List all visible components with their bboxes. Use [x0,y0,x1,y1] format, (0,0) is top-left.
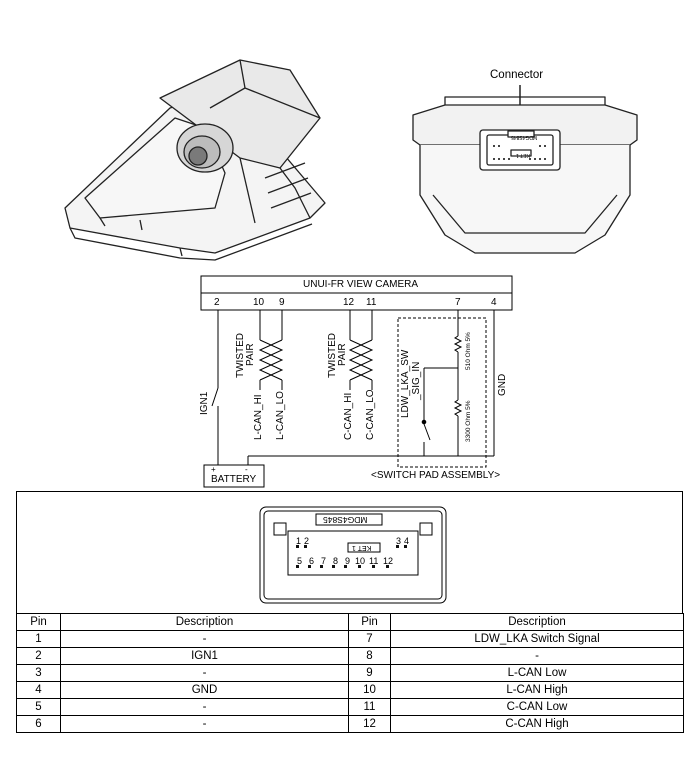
pin-label-11: 11 [366,297,377,308]
description-cell: L-CAN High [390,681,684,699]
pin-cell: 3 [16,664,61,682]
description-cell: C-CAN Low [390,698,684,716]
battery-minus: - [245,465,248,474]
pin-cell: 10 [348,681,391,699]
description-cell: C-CAN High [390,715,684,733]
sig-in-label: _SIG_IN [411,361,422,400]
twisted-label-left-2: PAIR [245,343,256,366]
pin-cell: 6 [16,715,61,733]
pin-cell: 8 [348,647,391,665]
pin-label-12: 12 [343,297,355,308]
pin-cell: 4 [16,681,61,699]
lcan-hi-label: L-CAN_HI [253,394,264,440]
ldw-lka-sw-label: LDW_LKA_SW [400,349,411,418]
face-pin-5: 5 [297,556,303,566]
description-cell: - [60,664,349,682]
table-row: 6 - 12 C-CAN High [16,715,684,733]
pin-label-7: 7 [455,297,461,308]
pin-cell: 1 [16,630,61,648]
camera-illustration [64,59,326,261]
face-pin-7: 7 [321,556,327,566]
header-pin-a: Pin [16,613,61,631]
table-row: 5 - 11 C-CAN Low [16,698,684,716]
description-cell: - [60,630,349,648]
ccan-hi-label: C-CAN_HI [343,392,354,440]
face-housing-marking: KET 1 [352,544,372,551]
connector-face-panel [16,491,683,613]
face-pin-2: 2 [304,536,310,546]
pin-cell: 9 [348,664,391,682]
description-cell: LDW_LKA Switch Signal [390,630,684,648]
module-title: UNUI-FR VIEW CAMERA [303,279,418,290]
face-pin-8: 8 [333,556,339,566]
pin-cell: 2 [16,647,61,665]
res-510-label: 510 Ohm 5% [465,332,472,370]
table-row: 3 - 9 L-CAN Low [16,664,684,682]
description-cell: GND [60,681,349,699]
pin-label-2: 2 [214,297,220,308]
face-pin-4: 4 [404,536,410,546]
description-cell: L-CAN Low [390,664,684,682]
pin-label-9: 9 [279,297,285,308]
pin-label-10: 10 [253,297,265,308]
connector-photo [412,85,638,254]
gnd-label: GND [497,373,508,396]
face-pin-3: 3 [396,536,402,546]
face-pin-9: 9 [345,556,351,566]
wiring-schematic [200,275,513,488]
header-desc-b: Description [390,613,684,631]
table-row: 4 GND 10 L-CAN High [16,681,684,699]
res-3300-label: 3300 Ohm 5% [465,400,472,442]
pin-description-table: Pin Description Pin Description 1 - 7 LD… [16,613,684,733]
description-cell: - [60,698,349,716]
lcan-lo-label: L-CAN_LO [275,391,286,440]
switch-pad-label: <SWITCH PAD ASSEMBLY> [371,470,501,481]
connector-label: Connector [490,69,544,81]
description-cell: - [390,647,684,665]
face-pin-12: 12 [383,556,394,566]
face-pin-10: 10 [355,556,366,566]
face-pin-1: 1 [296,536,302,546]
face-pin-6: 6 [309,556,315,566]
table-header-row: Pin Description Pin Description [16,613,684,631]
table-row: 1 - 7 LDW_LKA Switch Signal [16,630,684,648]
pin-cell: 12 [348,715,391,733]
connector-face [259,506,447,604]
ccan-lo-label: C-CAN_LO [365,389,376,440]
pin-cell: 11 [348,698,391,716]
twisted-label-right-2: PAIR [337,343,348,366]
face-pin-11: 11 [369,556,379,566]
ign1-label: IGN1 [199,391,210,415]
pin-cell: 5 [16,698,61,716]
description-cell: - [60,715,349,733]
header-pin-b: Pin [348,613,391,631]
header-desc-a: Description [60,613,349,631]
battery-plus: + [211,465,216,474]
face-part-number: MDG4S845 [323,515,368,525]
table-row: 2 IGN1 8 - [16,647,684,665]
pin-cell: 7 [348,630,391,648]
battery-label: BATTERY [211,474,257,485]
pin-label-4: 4 [491,297,497,308]
description-cell: IGN1 [60,647,349,665]
